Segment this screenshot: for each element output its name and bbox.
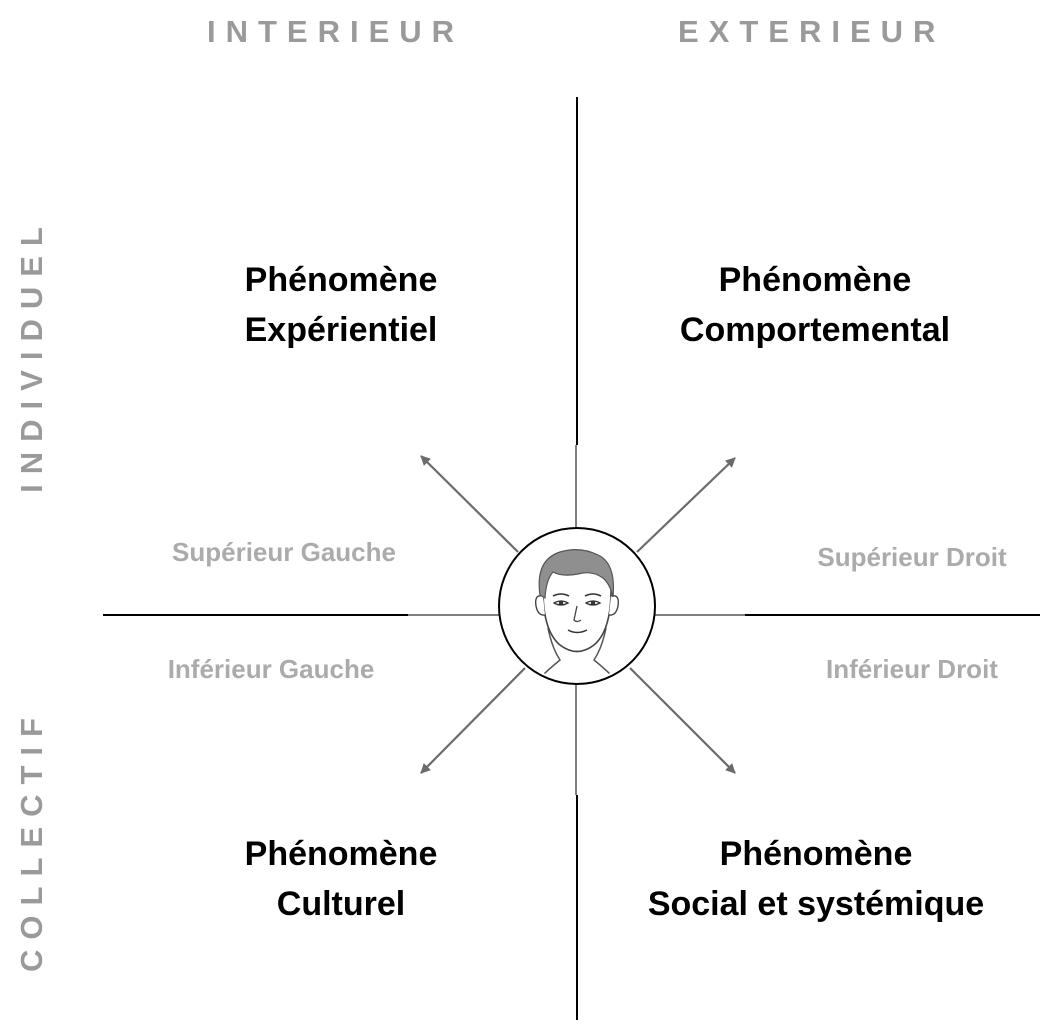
phenomenon-lower-left-line1: Phénomène: [244, 835, 438, 873]
phenomenon-lower-right-line2: Social et systémique: [647, 885, 985, 923]
phenomenon-upper-left-line1: Phénomène: [244, 261, 438, 299]
phenomenon-upper-right-line2: Comportemental: [679, 311, 951, 349]
header-exterior: EXTERIEUR: [678, 14, 946, 49]
label-upper-left: Supérieur Gauche: [172, 537, 396, 567]
arrow-lower-left: [420, 667, 526, 774]
label-upper-right: Supérieur Droit: [817, 542, 1007, 572]
phenomenon-lower-left: Phénomène Culturel: [245, 829, 438, 929]
label-lower-right: Inférieur Droit: [826, 654, 998, 684]
arrow-upper-left: [420, 455, 519, 553]
phenomenon-lower-right-line1: Phénomène: [719, 835, 913, 873]
phenomenon-upper-left-line2: Expérientiel: [244, 311, 438, 349]
phenomenon-upper-right-line1: Phénomène: [718, 261, 912, 299]
phenomenon-lower-left-line2: Culturel: [276, 885, 406, 923]
arrow-upper-right: [636, 457, 736, 553]
label-lower-left: Inférieur Gauche: [167, 654, 375, 684]
arrow-lower-right: [629, 667, 736, 774]
phenomenon-upper-right: Phénomène Comportemental: [680, 255, 950, 355]
phenomenon-lower-right: Phénomène Social et systémique: [648, 829, 984, 929]
header-interior: INTERIEUR: [207, 14, 465, 49]
phenomenon-upper-left: Phénomène Expérientiel: [245, 255, 438, 355]
face-icon: [498, 527, 656, 685]
